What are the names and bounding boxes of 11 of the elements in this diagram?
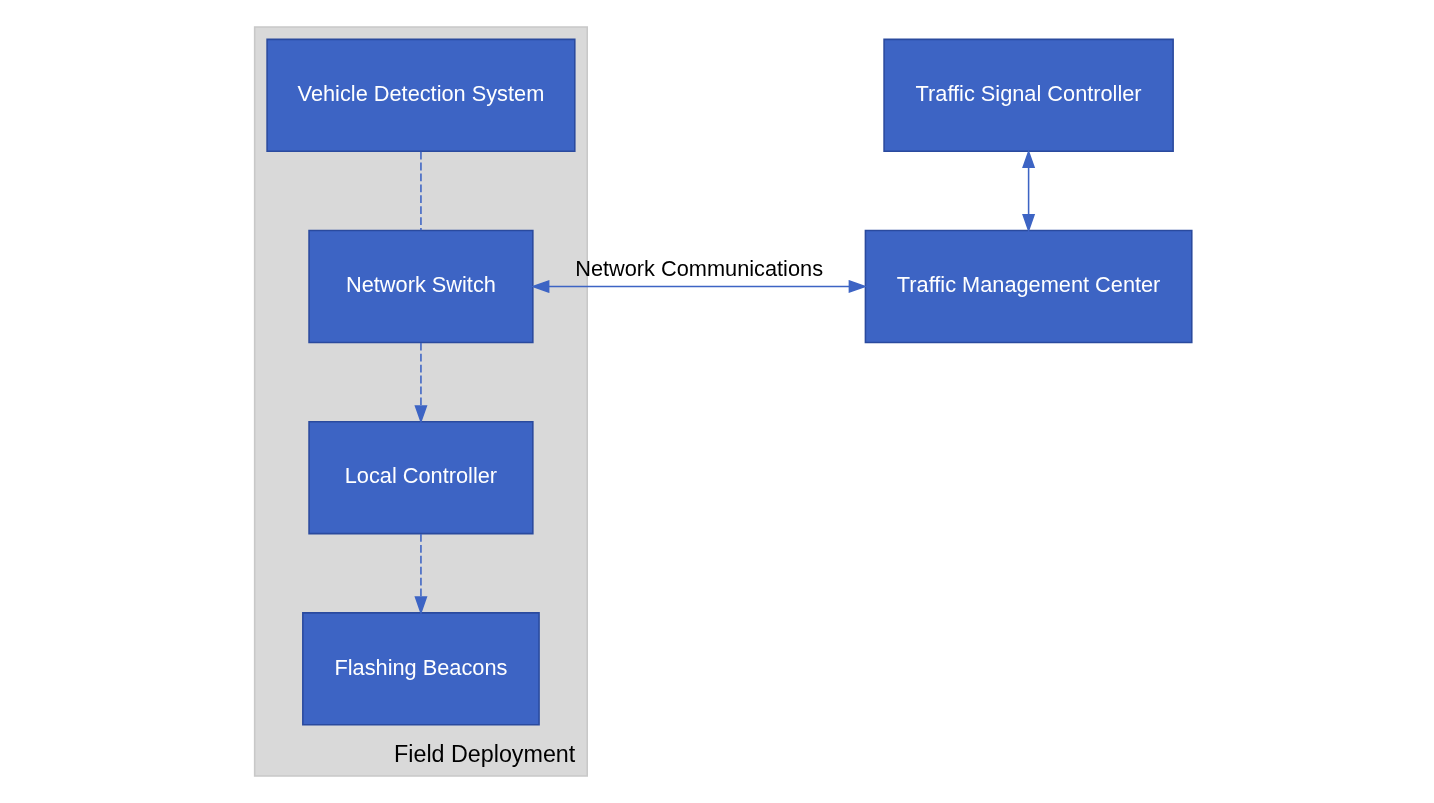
arrow: [414, 342, 428, 424]
node-box: Traffic Management Center: [864, 229, 1193, 344]
connector: [420, 151, 422, 232]
arrow: [530, 279, 868, 294]
node-box: Flashing Beacons: [302, 612, 540, 726]
node-box: Traffic Signal Controller: [883, 38, 1174, 153]
node-box: Local Controller: [308, 420, 534, 535]
node-box: Network Switch: [308, 229, 534, 344]
arrow: [1022, 149, 1036, 233]
arrow: [414, 533, 428, 615]
node-box: Vehicle Detection System: [266, 38, 576, 153]
